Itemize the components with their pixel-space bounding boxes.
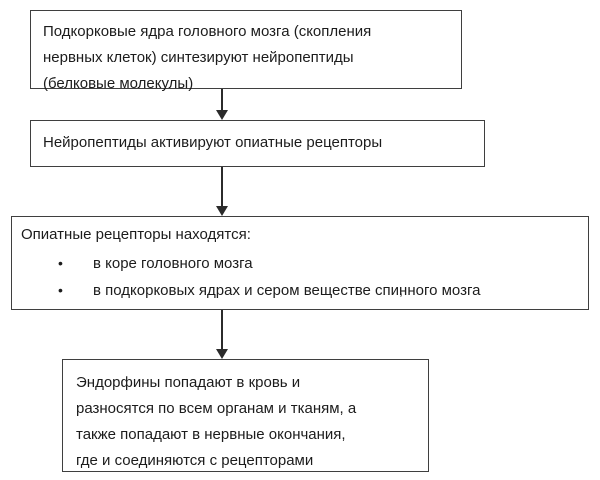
- bullet-item: • в коре головного мозга: [12, 250, 588, 277]
- flowchart-box-receptor-locations: Опиатные рецепторы находятся: • в коре г…: [11, 216, 589, 310]
- box-text-line: Подкорковые ядра головного мозга (скопле…: [43, 23, 372, 40]
- flowchart-box-endorphins: Эндорфины попадают в кровь и разносятся …: [62, 359, 429, 472]
- box-text-line: Эндорфины попадают в кровь и: [76, 374, 301, 391]
- box-text-line: также попадают в нервные окончания,: [76, 426, 346, 443]
- bullet-item: • в подкорковых ядрах и сером веществе с…: [12, 277, 588, 304]
- stray-comma-mark: ,: [399, 282, 403, 298]
- arrow-down-icon: [216, 110, 228, 120]
- bullet-icon: •: [58, 255, 63, 271]
- box-text-line: нервных клеток) синтезируют нейропептиды: [43, 49, 354, 66]
- arrow-down-icon: [216, 349, 228, 359]
- arrow-shaft: [221, 310, 223, 349]
- box-text-line: Нейропептиды активируют опиатные рецепто…: [43, 134, 383, 151]
- bullet-icon: •: [58, 282, 63, 298]
- box-text-line: разносятся по всем органам и тканям, а: [76, 400, 357, 417]
- bullet-text: в подкорковых ядрах и сером веществе спи…: [93, 282, 481, 299]
- bullet-text: в коре головного мозга: [93, 255, 253, 272]
- box-text-line: (белковые молекулы): [43, 75, 194, 92]
- box-text: Подкорковые ядра головного мозга (скопле…: [31, 11, 461, 97]
- box-text-line: где и соединяются с рецепторами: [76, 452, 314, 469]
- arrow-down-icon: [216, 206, 228, 216]
- box-text: Нейропептиды активируют опиатные рецепто…: [31, 121, 484, 156]
- box-title: Опиатные рецепторы находятся:: [21, 226, 251, 243]
- arrow-shaft: [221, 167, 223, 206]
- arrow-shaft: [221, 89, 223, 110]
- flowchart-box-activation: Нейропептиды активируют опиатные рецепто…: [30, 120, 485, 167]
- flowchart-box-synthesis: Подкорковые ядра головного мозга (скопле…: [30, 10, 462, 92]
- box-text: Эндорфины попадают в кровь и разносятся …: [63, 360, 428, 474]
